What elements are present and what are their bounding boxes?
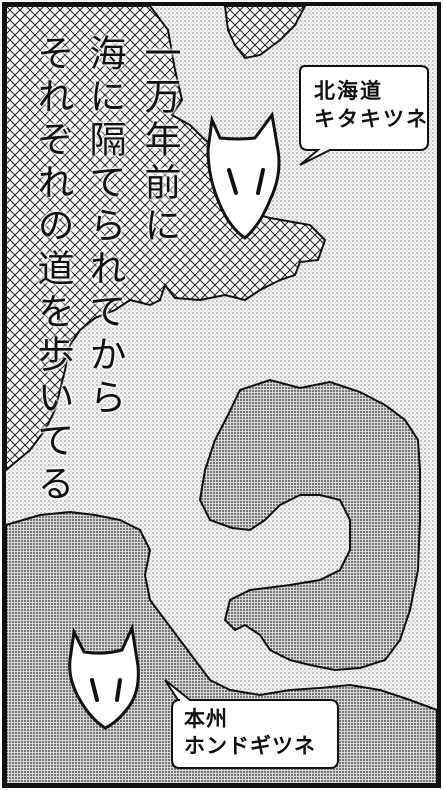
- hokkaido-bubble: [299, 65, 429, 166]
- hokkaido-fox-head: [206, 111, 281, 240]
- honshu-fox-label: 本州 ホンドギツネ: [184, 706, 316, 760]
- honshu-label-line-2: ホンドギツネ: [184, 734, 316, 758]
- hokkaido-landmass: [5, 5, 327, 473]
- hokkaido-label-line-2: キタキツネ: [314, 107, 429, 131]
- narration-column-1: 一万年前に: [138, 34, 181, 249]
- honshu-bubble: [164, 679, 339, 769]
- narration-column-3: それぞれの道を歩いてる: [31, 34, 74, 507]
- hokkaido-label-line-1: 北海道: [314, 79, 383, 103]
- honshu-north-landmass: [198, 378, 421, 672]
- honshu-fox-head: [68, 622, 140, 730]
- honshu-label-line-1: 本州: [184, 707, 228, 731]
- northern-island: [223, 5, 307, 60]
- narration-column-2: 海に隔てられてから: [83, 34, 126, 421]
- hokkaido-fox-label: 北海道 キタキツネ: [314, 77, 429, 133]
